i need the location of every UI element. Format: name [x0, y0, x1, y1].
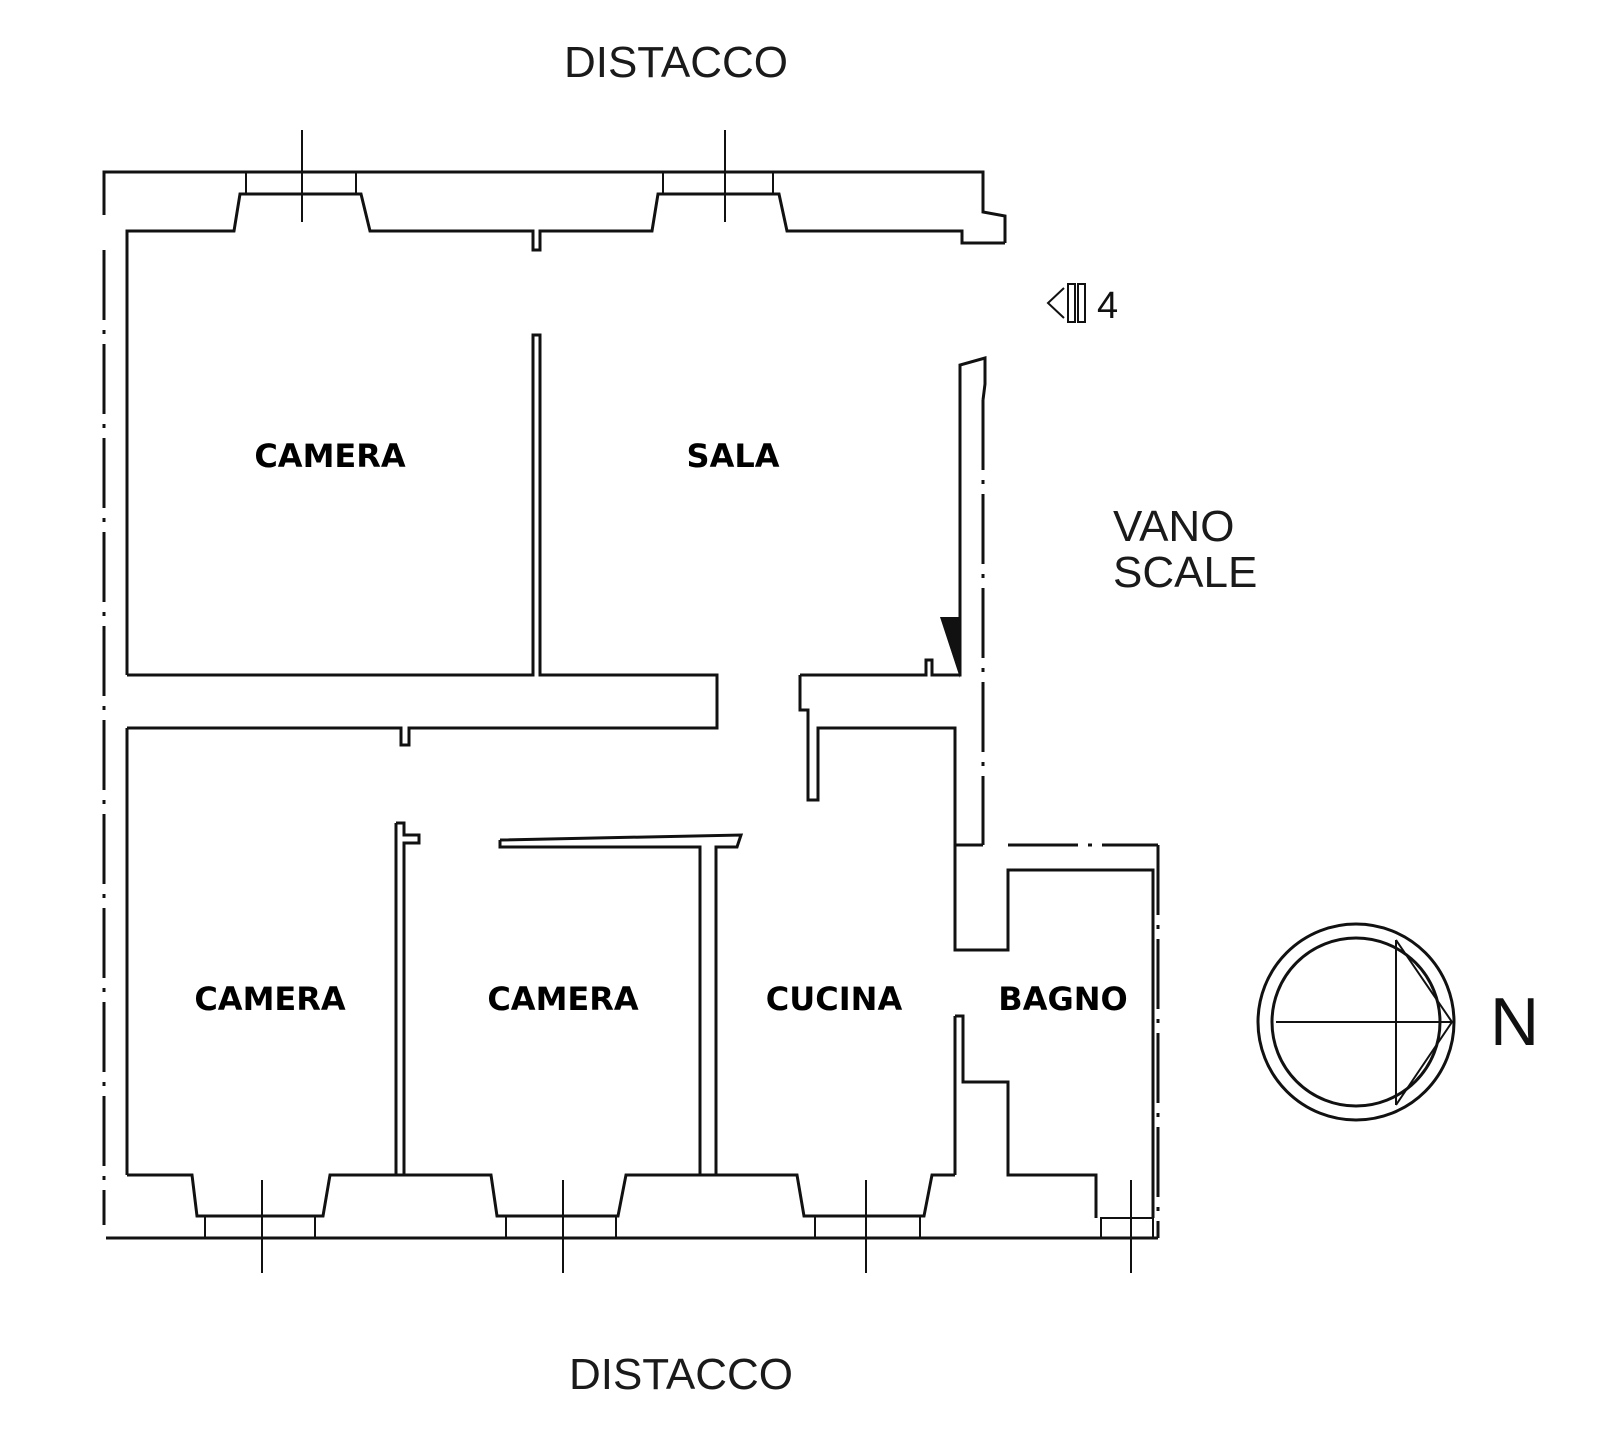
north-label: N [1490, 984, 1539, 1060]
bottom-edge-label: DISTACCO [569, 1350, 793, 1399]
room-label-sala: SALA [687, 437, 780, 475]
north-compass-icon [1256, 922, 1456, 1122]
room-label-bagno: BAGNO [998, 980, 1127, 1018]
outer-boundary [102, 170, 1160, 1240]
room-label-cucina: CUCINA [766, 980, 903, 1018]
radiator-icon [940, 617, 960, 678]
room-label-camera-bottom-left: CAMERA [194, 980, 346, 1018]
interior-walls [125, 231, 1155, 1218]
top-windows [125, 130, 1005, 262]
stairwell-label-line1: VANO [1113, 502, 1234, 551]
level-number: 4 [1097, 285, 1118, 327]
top-edge-label: DISTACCO [564, 38, 788, 87]
level-arrow-icon [1046, 283, 1086, 323]
room-label-camera-bottom-middle: CAMERA [487, 980, 639, 1018]
room-label-camera-top-left: CAMERA [254, 437, 406, 475]
stairwell-label-line2: SCALE [1113, 548, 1257, 597]
bottom-windows [127, 1173, 1154, 1273]
